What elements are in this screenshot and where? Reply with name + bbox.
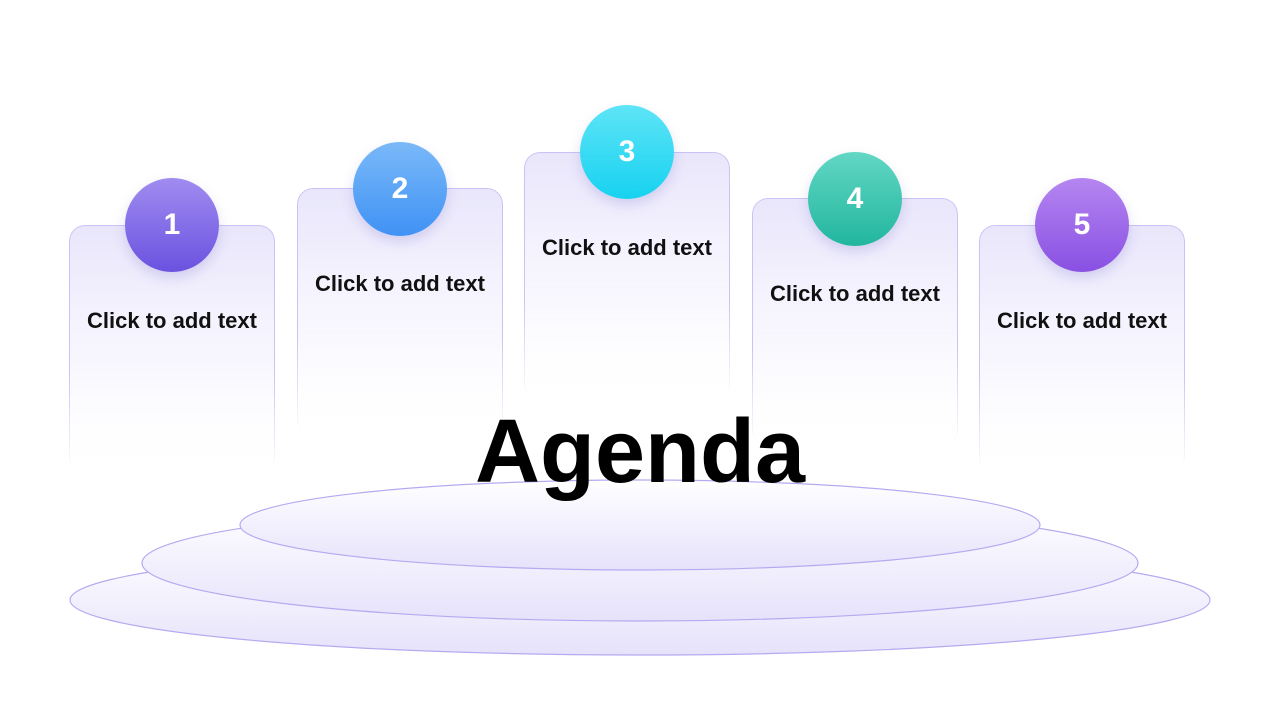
podium-top — [239, 479, 1041, 571]
agenda-number-1: 1 — [163, 208, 181, 241]
agenda-item-2-text[interactable]: Click to add text — [315, 271, 485, 296]
agenda-item-4-text[interactable]: Click to add text — [770, 281, 940, 306]
agenda-number-2: 2 — [391, 172, 409, 205]
agenda-number-badge-1: 1 — [125, 178, 219, 272]
agenda-number-4: 4 — [846, 182, 864, 215]
agenda-number-badge-4: 4 — [808, 152, 902, 246]
agenda-number-badge-3: 3 — [580, 105, 674, 199]
agenda-item-3-text[interactable]: Click to add text — [542, 235, 712, 260]
agenda-number-3: 3 — [618, 135, 636, 168]
agenda-number-badge-2: 2 — [353, 142, 447, 236]
agenda-card-4 — [752, 198, 958, 446]
agenda-item-1-text[interactable]: Click to add text — [87, 308, 257, 333]
agenda-number-5: 5 — [1073, 208, 1091, 241]
slide-title[interactable]: Agenda — [474, 402, 806, 502]
agenda-number-badge-5: 5 — [1035, 178, 1129, 272]
agenda-item-5-text[interactable]: Click to add text — [997, 308, 1167, 333]
